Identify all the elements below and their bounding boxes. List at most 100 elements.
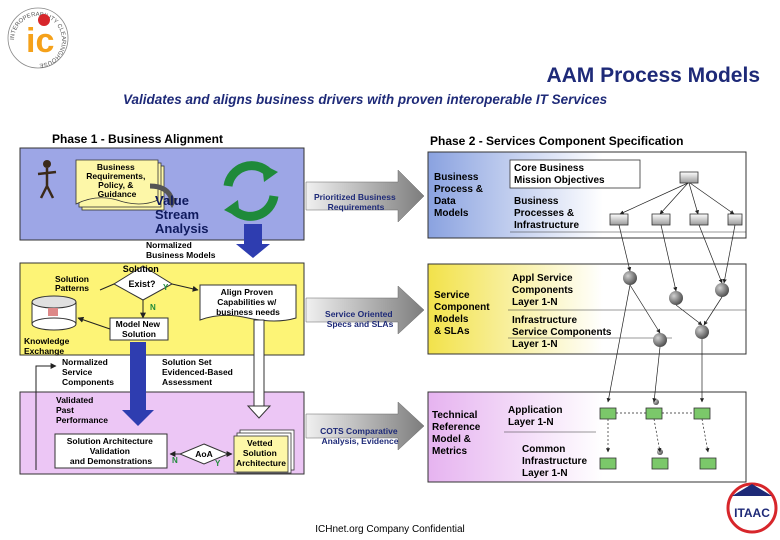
svg-text:Solution Exist?: Solution Exist?: [123, 264, 162, 289]
trm-1: Technical: [432, 410, 478, 421]
biz-req-line-2: Requirements,: [86, 171, 145, 181]
svg-text:Common Infrastructure: Common Infrastructure Layer 1-N: [522, 444, 590, 479]
page-subtitle: Validates and aligns business drivers wi…: [123, 92, 608, 107]
scm-2: Component: [434, 302, 490, 313]
tech-component: [599, 457, 617, 470]
svg-text:Prioritized Business Req: Prioritized Business Requirements: [314, 192, 398, 212]
component-box: [727, 213, 743, 226]
solution-patterns-2: Patterns: [55, 283, 89, 293]
svg-text:Model New Solution: Model New Solution: [116, 319, 163, 339]
y-label-1: Y: [163, 283, 169, 292]
exist-to-align-connector: [171, 283, 199, 292]
align-proven-1: Align Proven: [221, 287, 273, 297]
core-business-1: Core Business: [514, 163, 584, 174]
solution-exist-2: Exist?: [128, 279, 155, 289]
sol-arch-3: and Demonstrations: [70, 456, 152, 466]
svg-text:Knowledge Exchange: Knowledge Exchange: [24, 336, 72, 356]
trm-4: Metrics: [432, 446, 467, 457]
service-ball: [653, 333, 667, 347]
bpdm-2: Process &: [434, 184, 483, 195]
validated-past-3: Performance: [56, 415, 108, 425]
svg-text:Business Process & Dat: Business Process & Data Models: [434, 172, 486, 219]
svg-text:Solution Set Evidenced-Bas: Solution Set Evidenced-Based Assessment: [162, 357, 235, 387]
blue-down-arrow-1-shaft: [244, 224, 262, 244]
service-ball: [715, 283, 729, 297]
database-label-icon: [48, 308, 58, 316]
itaac-label: ITAAC: [734, 506, 770, 520]
solution-set-3: Assessment: [162, 377, 212, 387]
phase2-title: Phase 2 - Services Component Specificati…: [430, 134, 683, 148]
core-business-box: [509, 159, 641, 189]
trm-2: Reference: [432, 422, 481, 433]
appl-service-3: Layer 1-N: [512, 297, 558, 308]
knowledge-exchange-1: Knowledge: [24, 336, 70, 346]
svg-text:Vetted Solution Ar: Vetted Solution Architecture: [236, 438, 286, 468]
itaac-logo: ITAAC: [726, 482, 778, 534]
validated-past-2: Past: [56, 405, 74, 415]
trm-3: Model &: [432, 434, 471, 445]
svg-text:Align Proven Capabilitie: Align Proven Capabilities w/ business ne…: [216, 287, 280, 317]
model-new-solution-box: Model New Solution: [109, 317, 169, 341]
blue-down-arrow-2-shaft: [130, 342, 146, 412]
blue-down-arrow-1-head: [236, 244, 270, 258]
svg-text:Business Processes & I: Business Processes & Infrastructure: [514, 196, 579, 231]
logo-ring: [7, 7, 69, 69]
n-label-2: N: [172, 456, 178, 465]
app-layer-2: Layer 1-N: [508, 417, 554, 428]
align-proven-2: Capabilities w/: [217, 297, 277, 307]
tech-component: [645, 407, 663, 420]
app-layer-1: Application: [508, 405, 562, 416]
footer-confidential: ICHnet.org Company Confidential: [315, 524, 465, 535]
svg-text:Value Stream Analysis: Value Stream Analysis: [155, 193, 208, 236]
feedback-loop-connector: [35, 363, 57, 470]
solution-patterns-1: Solution: [55, 274, 89, 284]
model-new-1: Model New: [116, 319, 161, 329]
svg-text:Service Component Mode: Service Component Models & SLAs: [434, 290, 492, 337]
sol-arch-2: Validation: [90, 446, 130, 456]
value-stream-line-3: Analysis: [155, 221, 208, 236]
biz-processes-1: Business: [514, 196, 559, 207]
biz-req-line-3: Policy, &: [98, 180, 133, 190]
normalized-svc-2: Service: [62, 367, 93, 377]
tech-component: [651, 457, 669, 470]
vetted-3: Architecture: [236, 458, 286, 468]
cots-2: Analysis, Evidence: [321, 436, 398, 446]
sol-arch-1: Solution Architecture: [67, 436, 153, 446]
logo-letter-i: ic: [26, 22, 54, 60]
aoa-label: AoA: [195, 449, 212, 459]
n-label-1: N: [150, 303, 156, 312]
knowledge-exchange-2: Exchange: [24, 346, 64, 356]
gray-down-arrow-shaft: [253, 319, 265, 409]
normalized-biz-models-1: Normalized: [146, 240, 192, 250]
tech-component: [699, 457, 717, 470]
prioritized-2: Requirements: [328, 202, 385, 212]
component-box: [679, 171, 699, 184]
person-icon: [37, 160, 57, 199]
y-label-2: Y: [215, 459, 221, 468]
bpdm-1: Business: [434, 172, 479, 183]
bpdm-3: Data: [434, 196, 456, 207]
value-stream-line-2: Stream: [155, 207, 199, 222]
service-ball: [623, 271, 637, 285]
component-connectors: [605, 182, 736, 453]
normalized-svc-1: Normalized: [62, 357, 108, 367]
gray-down-arrow-head: [246, 405, 272, 419]
svg-text:Infrastructure Service Com: Infrastructure Service Components Layer …: [512, 315, 614, 350]
infra-service-3: Layer 1-N: [512, 339, 558, 350]
database-icon: [31, 295, 77, 331]
scm-4: & SLAs: [434, 326, 470, 337]
solution-set-1: Solution Set: [162, 357, 212, 367]
prioritized-1: Prioritized Business: [314, 192, 396, 202]
aoa-decision: AoA: [178, 443, 230, 465]
appl-service-1: Appl Service: [512, 273, 573, 284]
component-box: [651, 213, 671, 226]
vetted-2: Solution: [243, 448, 277, 458]
svg-text:Technical Reference Mo: Technical Reference Model & Metrics: [432, 410, 483, 457]
model-to-db-connector: [77, 316, 111, 330]
svg-text:Normalized Service Com: Normalized Service Components: [62, 357, 114, 387]
svg-text:Solution Patterns: Solution Patterns: [55, 274, 91, 293]
biz-processes-3: Infrastructure: [514, 220, 579, 231]
doc-to-value-arrowhead: [166, 198, 178, 208]
